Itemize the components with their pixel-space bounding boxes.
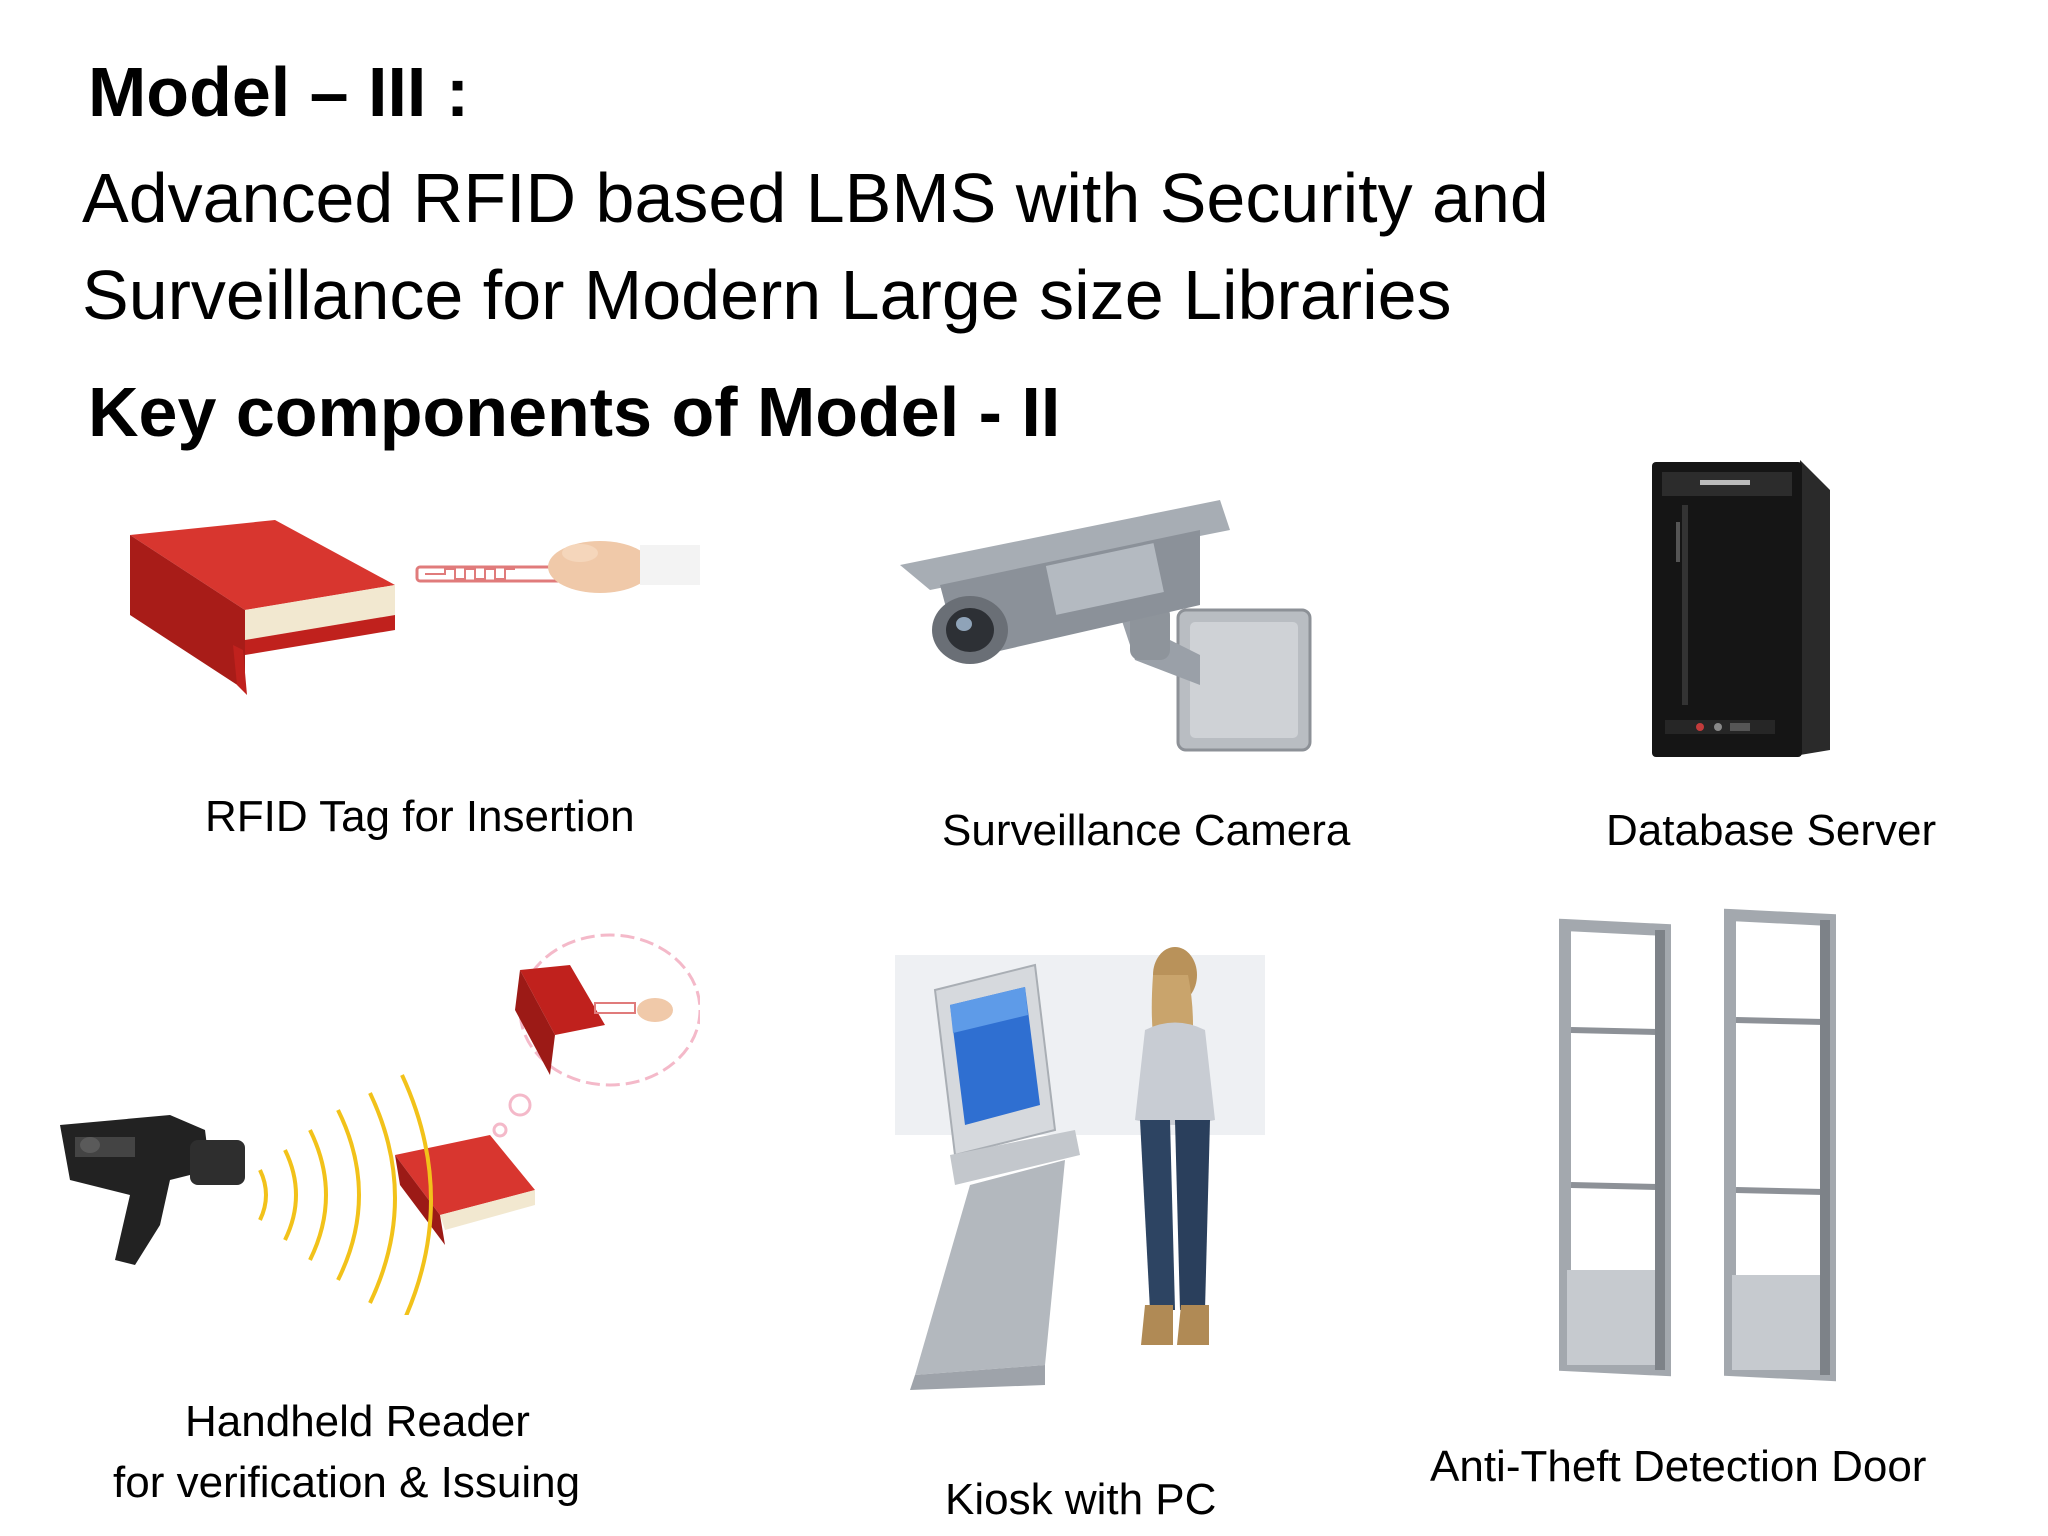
kiosk-label: Kiosk with PC <box>945 1475 1217 1524</box>
kiosk-icon <box>895 947 1265 1390</box>
database-server-label: Database Server <box>1606 806 1937 855</box>
handheld-reader-label-line-2: for verification & Issuing <box>113 1458 581 1507</box>
rfid-tag-label: RFID Tag for Insertion <box>205 792 635 841</box>
slide-subtitle-line-1: Advanced RFID based LBMS with Security a… <box>82 159 1549 237</box>
handheld-reader-icon <box>60 933 700 1315</box>
surveillance-camera-icon <box>900 500 1312 752</box>
section-heading: Key components of Model - II <box>88 373 1061 451</box>
slide-title: Model – III : <box>88 53 470 131</box>
anti-theft-door-icon <box>1559 908 1836 1382</box>
database-server-icon <box>1652 460 1830 757</box>
anti-theft-door-label: Anti-Theft Detection Door <box>1430 1442 1927 1491</box>
slide-subtitle-line-2: Surveillance for Modern Large size Libra… <box>82 256 1452 334</box>
handheld-reader-label-line-1: Handheld Reader <box>185 1397 530 1446</box>
surveillance-camera-label: Surveillance Camera <box>942 806 1351 855</box>
rfid-tag-book-icon <box>130 520 700 695</box>
